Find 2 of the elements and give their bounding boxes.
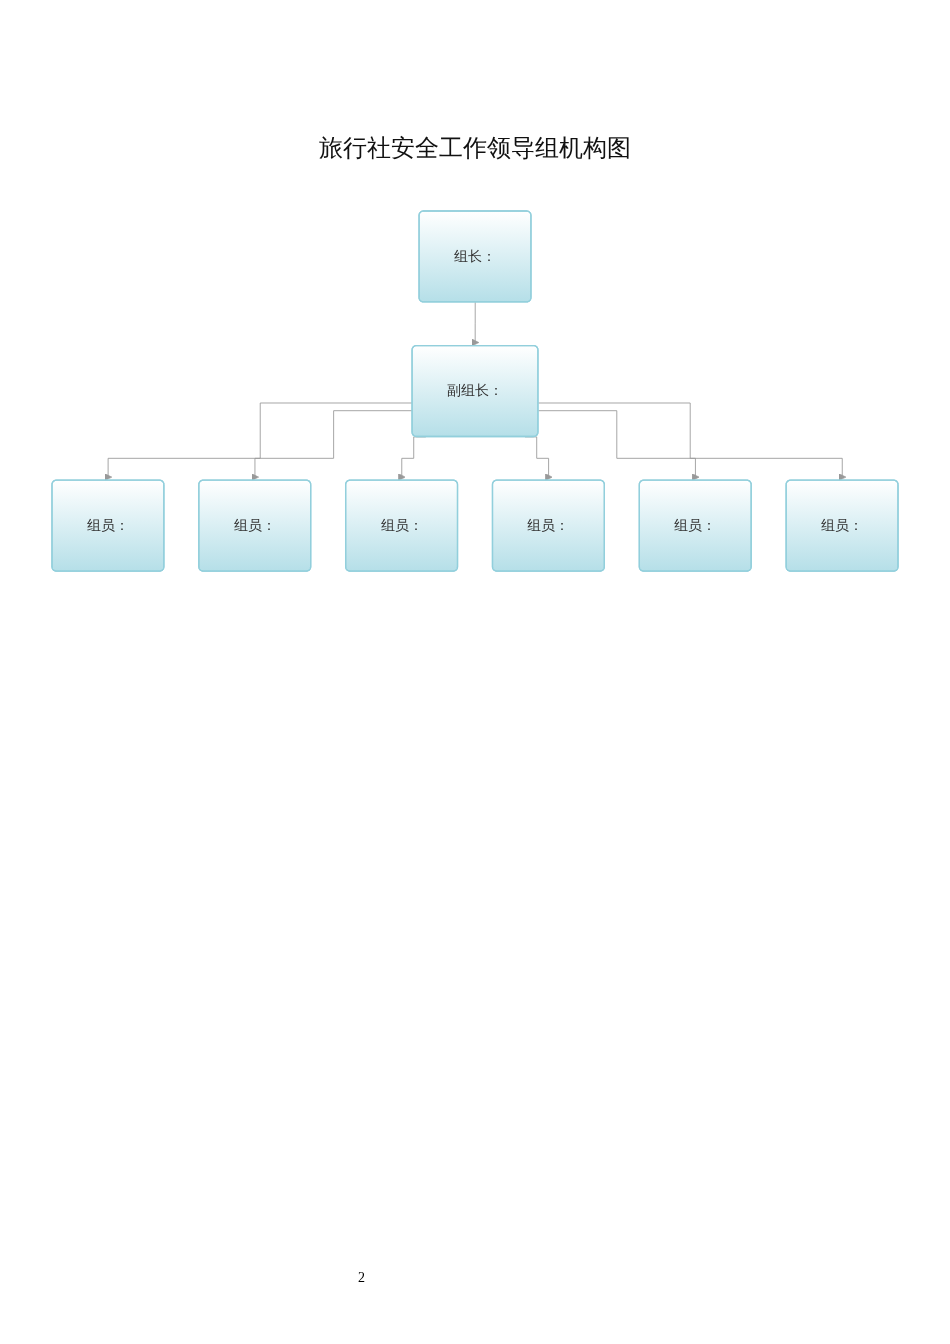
page-number: 2 (358, 1270, 365, 1286)
diagram-title: 旅行社安全工作领导组机构图 (318, 133, 632, 164)
